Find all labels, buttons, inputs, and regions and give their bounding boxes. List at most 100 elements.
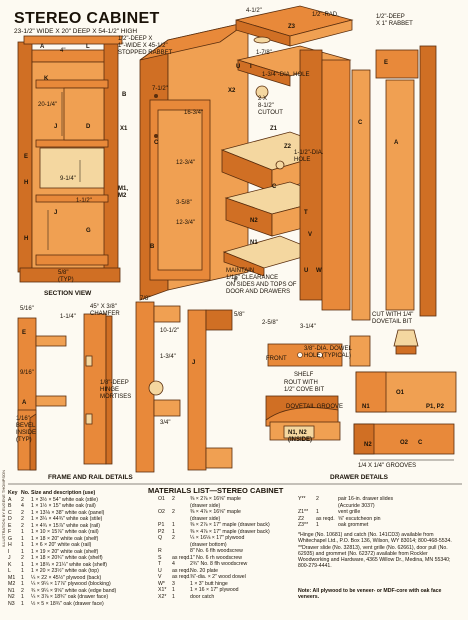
materials-cell-no: 2: [172, 509, 175, 515]
dim-1-1-4: 1-1/4": [60, 314, 76, 320]
materials-cell-no: 4: [21, 503, 24, 509]
label-c: C: [154, 140, 159, 146]
materials-cell-desc: vent grille: [338, 509, 361, 515]
materials-cell-desc: 1 × 6 × 20" white oak (rail): [31, 542, 92, 548]
materials-cell-no: 1: [21, 568, 24, 574]
dim-1-1-2: 1-1/2": [76, 198, 92, 204]
label-dovetail-bit: CUT WITH 1/4" DOVETAIL BIT: [372, 312, 414, 325]
materials-row: O2 2 ⅜ × 4⅞ × 16⅝" maple: [158, 509, 294, 516]
materials-cell-desc: 1 × 10 × 15⅞" white oak (rail): [31, 529, 99, 535]
materials-cell-desc: 1 × 18 × 20" white oak (shelf): [31, 535, 99, 542]
dim-3-1-4: 3-1/4": [300, 324, 316, 330]
materials-cell-no: 1: [21, 561, 24, 568]
materials-cell-desc: ⅝" escutcheon pin: [338, 515, 381, 522]
materials-cell-key: K: [8, 561, 12, 568]
col-size: Size and description (use): [31, 490, 96, 496]
label-shelf: SHELF: [294, 372, 314, 378]
materials-cell-key: H: [8, 542, 12, 548]
materials-cell-key: M1: [8, 574, 16, 581]
label-n2-drawer: N2: [364, 442, 372, 448]
dim-12-3-4-b: 12-3/4": [176, 220, 196, 226]
materials-cell-no: 2: [21, 509, 24, 516]
materials-cell-no: as reqd.: [172, 554, 191, 561]
dim-5-8-typ: 5/8" (TYP): [58, 270, 74, 283]
label-u: U: [236, 64, 241, 70]
materials-cell-no: 1: [21, 581, 24, 587]
label-p1-p2: P1, P2: [426, 404, 445, 410]
label-rabbet: 1/2"-DEEP X 1" RABBET: [376, 14, 413, 27]
materials-cell-key: M2: [8, 581, 16, 587]
materials-cell-no: 2: [21, 555, 24, 561]
dim-20-1-4: 20-1/4": [38, 102, 58, 108]
label-l: L: [86, 44, 90, 50]
materials-cell-key: Z2: [298, 515, 305, 522]
label-k: K: [44, 76, 49, 82]
materials-cell-desc: ¼ × 22 × 45½" plywood (back): [31, 574, 102, 581]
dim-3-5-8: 3-5/8": [176, 200, 192, 206]
label-z3: Z3: [288, 24, 296, 30]
caption-frame-rail: FRAME AND RAIL DETAILS: [48, 474, 133, 481]
materials-cell-desc: door catch: [190, 593, 215, 600]
materials-cell-key: N3: [8, 600, 15, 607]
label-hinge-mortise: 1/8"-DEEP HINGE MORTISES: [100, 380, 132, 400]
materials-cell-desc: oak grommet: [338, 522, 369, 528]
materials-cell-desc: ¼ × 3⅞ × 18¾" oak (drawer face): [31, 594, 109, 600]
label-b-2: B: [150, 244, 155, 250]
materials-cell-key: P1: [158, 522, 165, 528]
caption-drawer-details: DRAWER DETAILS: [330, 474, 389, 481]
caption-section-view: SECTION VIEW: [44, 290, 92, 297]
materials-cell-desc: pair 16-in. drawer slides: [338, 496, 394, 502]
label-q: C: [418, 440, 423, 446]
materials-cell-desc: ⅜ × 2⅞ × 17" maple (drawer back): [190, 522, 270, 528]
materials-cell-desc: 1 × 18¾ × 21¼" white oak (shelf): [31, 561, 107, 568]
materials-cell-key: X2*: [158, 593, 167, 600]
col-key: Key: [8, 490, 18, 496]
materials-cell-no: 2: [21, 587, 24, 594]
label-clearance: MAINTAIN 1/16" CLEARANCE ON SIDES AND TO…: [226, 268, 297, 295]
materials-cell-desc: 1 × 13⅛ × 38" white oak (panel): [31, 509, 105, 516]
materials-cell-desc: 1 × 16 × 17" plywood: [190, 587, 239, 593]
materials-cell-desc: (drawer side): [190, 515, 221, 522]
materials-cell-key: O2: [158, 509, 165, 515]
dim-2-5-8: 2-5/8": [262, 320, 278, 326]
materials-cell-no: as reqd.: [172, 567, 191, 574]
materials-cell-no: 2: [172, 535, 175, 541]
materials-cell-desc: ⅜ × 4⅞ × 16⅝" maple: [190, 509, 241, 515]
materials-cell-key: E: [8, 522, 12, 529]
materials-header: Key No. Size and description (use): [8, 490, 154, 497]
label-t: T: [304, 210, 308, 216]
materials-cell-no: 1: [172, 528, 175, 535]
label-a-2: A: [394, 140, 399, 146]
materials-cell-key: G: [8, 535, 13, 542]
col-no: No.: [21, 490, 30, 496]
materials-cell-key: N1: [8, 587, 15, 594]
materials-cell-key: D: [8, 516, 12, 522]
dim-9-1-4: 9-1/4": [60, 176, 76, 182]
label-x1: X1: [120, 126, 128, 132]
label-e-2: E: [384, 60, 389, 66]
materials-cell-desc: 1 × 3" butt hinge: [190, 580, 228, 587]
section-view-drawing: [17, 35, 123, 283]
dim-16-3-4: 16-3/4": [184, 110, 204, 116]
label-dowel-hole: 3/8"-DIA. DOWEL HOLE (TYPICAL): [304, 346, 352, 359]
materials-cell-no: 1: [21, 542, 24, 548]
illustration-credit: ILLUSTRATION BY EUGENE THOMPSON: [1, 470, 6, 547]
materials-cell-desc: 1 × 3¼ × 44¾" white oak (stile): [31, 516, 103, 522]
materials-cell-desc: 1 × 3½ × 54" white oak (stile): [31, 496, 99, 503]
label-g: G: [86, 228, 91, 234]
materials-cell-no: 1: [172, 587, 175, 593]
materials-cell-no: 3: [172, 580, 175, 587]
